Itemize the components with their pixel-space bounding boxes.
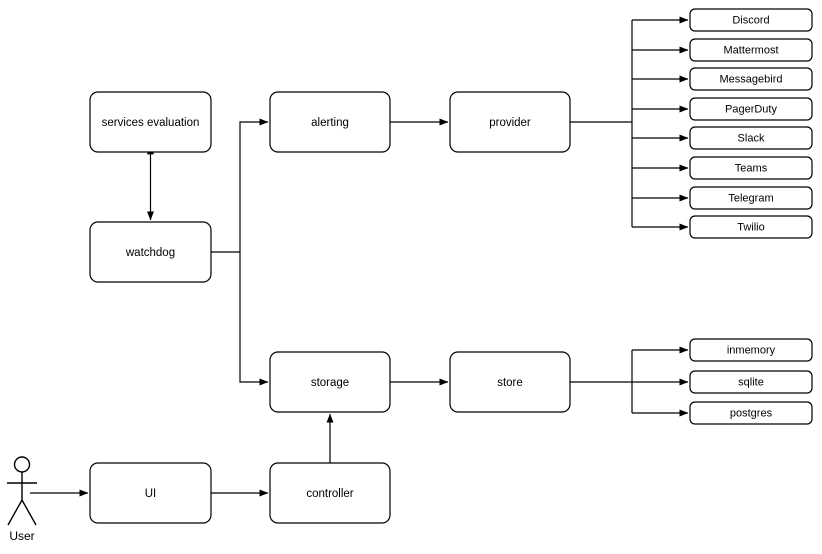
edge-junction-to-alerting — [239, 118, 269, 252]
actor-user: User — [7, 456, 37, 543]
provider-item-mattermost[interactable]: Mattermost — [689, 38, 813, 62]
provider-item-label: Mattermost — [723, 44, 778, 56]
node-store[interactable]: store — [449, 351, 571, 413]
provider-fanout-branches — [632, 16, 689, 231]
store-item-sqlite[interactable]: sqlite — [689, 370, 813, 394]
store-list: inmemory sqlite postgres — [689, 338, 813, 425]
provider-item-pagerduty[interactable]: PagerDuty — [689, 97, 813, 121]
node-provider[interactable]: provider — [449, 91, 571, 153]
node-storage-label: storage — [311, 377, 349, 389]
provider-item-label: Slack — [738, 132, 765, 144]
provider-item-discord[interactable]: Discord — [689, 8, 813, 32]
node-alerting-label: alerting — [311, 117, 349, 129]
store-fanout-branches — [632, 346, 689, 417]
provider-item-teams[interactable]: Teams — [689, 156, 813, 180]
node-watchdog-label: watchdog — [125, 247, 175, 259]
provider-item-label: Telegram — [728, 192, 773, 204]
provider-item-slack[interactable]: Slack — [689, 126, 813, 150]
node-ui[interactable]: UI — [89, 462, 212, 524]
node-provider-label: provider — [489, 117, 531, 129]
store-item-label: postgres — [730, 407, 773, 419]
provider-item-telegram[interactable]: Telegram — [689, 186, 813, 210]
actor-legs-icon — [7, 498, 37, 526]
node-services-evaluation-label: services evaluation — [102, 117, 200, 129]
provider-item-label: Twilio — [737, 221, 765, 233]
node-store-label: store — [497, 377, 523, 389]
node-services-evaluation[interactable]: services evaluation — [89, 91, 212, 153]
node-storage[interactable]: storage — [269, 351, 391, 413]
node-alerting[interactable]: alerting — [269, 91, 391, 153]
store-item-label: inmemory — [727, 344, 776, 356]
provider-item-label: Messagebird — [720, 73, 783, 85]
store-item-label: sqlite — [738, 376, 764, 388]
provider-item-label: Discord — [732, 14, 769, 26]
store-item-postgres[interactable]: postgres — [689, 401, 813, 425]
provider-item-label: PagerDuty — [725, 103, 777, 115]
provider-item-twilio[interactable]: Twilio — [689, 215, 813, 239]
node-watchdog[interactable]: watchdog — [89, 221, 212, 283]
node-controller[interactable]: controller — [269, 462, 391, 524]
node-ui-label: UI — [145, 488, 157, 500]
store-item-inmemory[interactable]: inmemory — [689, 338, 813, 362]
provider-item-messagebird[interactable]: Messagebird — [689, 67, 813, 91]
node-controller-label: controller — [306, 488, 353, 500]
edge-junction-to-storage — [239, 252, 269, 386]
actor-head-icon — [13, 456, 31, 473]
provider-list: Discord Mattermost Messagebird PagerDuty… — [689, 8, 813, 239]
actor-label: User — [9, 529, 34, 543]
provider-item-label: Teams — [735, 162, 768, 174]
